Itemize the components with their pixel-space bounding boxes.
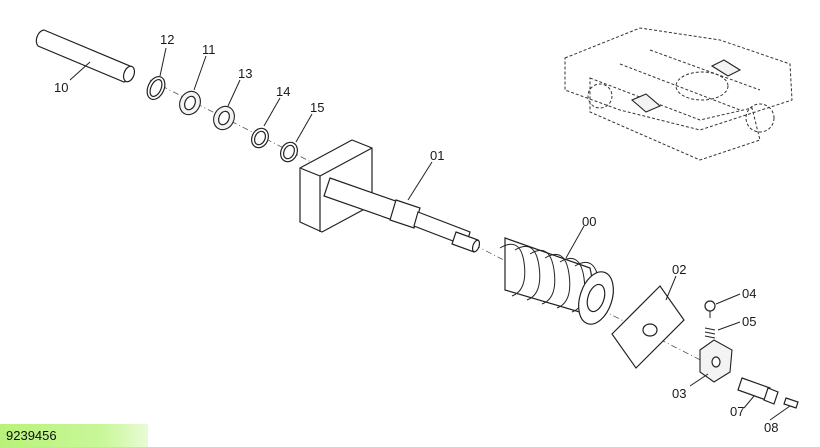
part-13-washer (213, 105, 235, 131)
part-02-bracket (611, 285, 685, 369)
leader-lines (69, 47, 791, 421)
label-part-08: 08 (764, 420, 778, 435)
label-part-04: 04 (742, 286, 756, 301)
label-part-15: 15 (310, 100, 324, 115)
label-part-12: 12 (160, 32, 174, 47)
arrow-lower-icon (630, 93, 662, 113)
label-part-14: 14 (276, 84, 290, 99)
part-14-o-ring (251, 127, 269, 149)
part-08-nipple (783, 397, 799, 409)
part-03-block (699, 339, 733, 383)
part-15-o-ring (280, 141, 298, 163)
undercarriage-inset (564, 27, 793, 161)
label-part-02: 02 (672, 262, 686, 277)
part-11-nut (179, 90, 201, 116)
part-04-cap (704, 300, 716, 318)
part-12-snap-ring (146, 76, 166, 100)
label-part-01: 01 (430, 148, 444, 163)
part-07-valve (737, 377, 779, 405)
label-part-13: 13 (238, 66, 252, 81)
part-01-rod (299, 139, 481, 253)
part-10-pin (35, 29, 136, 83)
arrow-upper-icon (710, 59, 742, 77)
label-part-00: 00 (582, 214, 596, 229)
assembly-axis (149, 79, 721, 371)
part-05-small-spring (704, 327, 716, 339)
label-part-07: 07 (730, 404, 744, 419)
diagram-code: 9239456 (0, 424, 148, 447)
label-part-10: 10 (54, 80, 68, 95)
label-part-03: 03 (672, 386, 686, 401)
label-part-05: 05 (742, 314, 756, 329)
part-00-spring (499, 237, 614, 325)
label-part-11: 11 (202, 42, 216, 57)
